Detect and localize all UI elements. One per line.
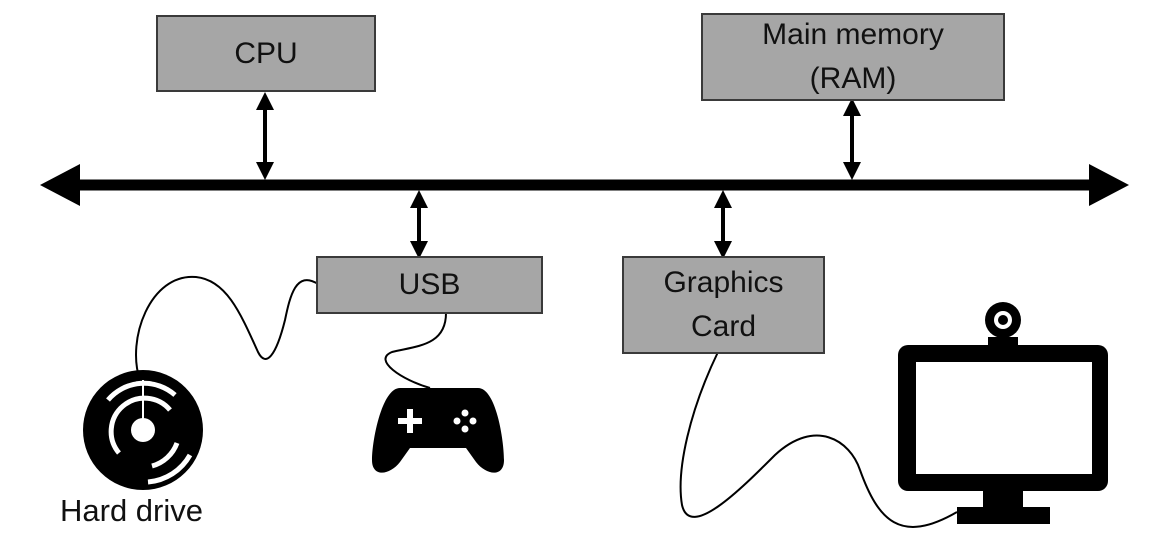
bus-right-arrowhead [1089,164,1129,206]
card-label: Card [690,310,757,343]
graphics-card-box: Graphics Card [622,256,825,354]
cpu-box: CPU [156,15,376,92]
gamepad-icon [372,388,504,473]
bus-left-arrowhead [40,164,80,206]
monitor-icon [898,345,1108,524]
cpu-label: CPU [234,36,298,70]
ram-label: (RAM) [809,62,897,95]
monitor-cable [679,351,958,528]
hard-drive-label: Hard drive [60,493,203,528]
usb-label: USB [398,268,461,301]
graphics-label: Graphics [663,266,784,299]
gamepad-cable [384,312,447,389]
main-memory-label: Main memory [762,18,944,51]
webcam-icon [985,302,1021,345]
hard-drive-cable [135,275,319,381]
system-bus [40,164,1129,206]
main-memory-box: Main memory (RAM) [701,13,1005,101]
hard-drive-disc-icon [83,370,203,490]
usb-box: USB [316,256,543,314]
